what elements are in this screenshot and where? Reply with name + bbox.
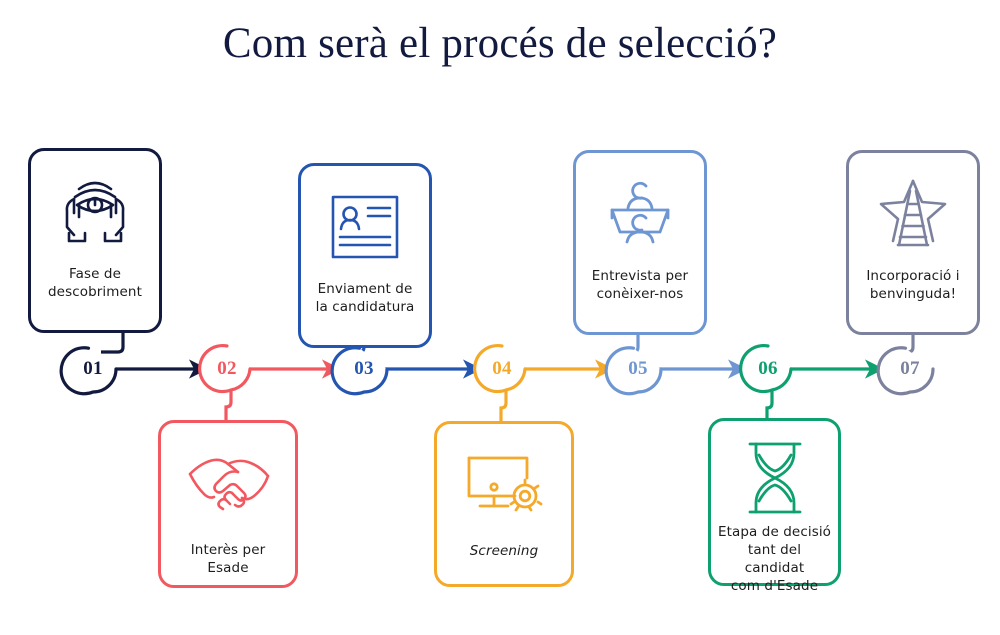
label-line: benvinguda!: [869, 286, 957, 302]
step-card-01-label: Fase de descobriment: [31, 265, 159, 301]
resume-document-icon: [301, 182, 429, 272]
step-card-05-label: Entrevista per conèixer-nos: [576, 267, 704, 303]
two-people-table-icon: [576, 169, 704, 259]
step-card-01[interactable]: Fase de descobriment: [28, 148, 162, 333]
step-badge-07[interactable]: 07: [876, 345, 935, 396]
step-card-06-label: Etapa de decisió tant del candidat com d…: [711, 523, 838, 595]
step-badge-02[interactable]: 02: [198, 343, 252, 394]
step-badge-03-number: 03: [354, 358, 374, 379]
step-card-05[interactable]: Entrevista per conèixer-nos: [573, 150, 707, 335]
label-line: tant del candidat: [744, 542, 805, 576]
step-card-06[interactable]: Etapa de decisió tant del candidat com d…: [708, 418, 841, 594]
step-card-07[interactable]: Incorporació i benvinguda!: [846, 150, 980, 335]
step-badge-05-number: 05: [628, 358, 648, 379]
label-line: conèixer-nos: [596, 286, 684, 302]
step-badge-06[interactable]: 06: [739, 343, 793, 394]
step-card-07-label: Incorporació i benvinguda!: [849, 267, 977, 303]
label-line: descobriment: [48, 284, 142, 300]
step-badge-06-number: 06: [758, 358, 778, 379]
step-badge-07-number: 07: [900, 358, 920, 379]
step-card-02-label: Interès per Esade: [161, 541, 295, 577]
step-card-02[interactable]: Interès per Esade: [158, 420, 298, 588]
step-badge-02-number: 02: [217, 358, 237, 379]
handshake-icon: [161, 441, 295, 531]
star-ladder-icon: [849, 169, 977, 259]
label-line: Screening: [469, 543, 539, 559]
step-badge-01-number: 01: [83, 358, 103, 379]
monitor-gear-icon: [437, 442, 571, 532]
label-line: Entrevista per: [591, 268, 689, 284]
step-badge-05[interactable]: 05: [604, 345, 663, 396]
label-line: Fase de: [68, 266, 121, 282]
step-card-04[interactable]: Screening: [434, 421, 574, 587]
label-line: com d'Esade: [730, 578, 819, 594]
step-card-04-label: Screening: [437, 542, 571, 560]
label-line: Incorporació i: [866, 268, 960, 284]
eye-in-hands-icon: [31, 167, 159, 257]
label-line: la candidatura: [315, 299, 415, 315]
label-line: Enviament de: [317, 281, 413, 297]
step-badge-03[interactable]: 03: [330, 345, 389, 396]
label-line: Etapa de decisió: [717, 524, 832, 540]
hourglass-icon: [711, 439, 838, 517]
step-badge-04-number: 04: [492, 358, 512, 379]
step-badge-01[interactable]: 01: [59, 345, 118, 396]
step-card-03-label: Enviament de la candidatura: [301, 280, 429, 316]
page-title: Com serà el procés de selecció?: [222, 20, 778, 67]
label-line: Interès per: [190, 542, 266, 558]
label-line: Esade: [207, 560, 249, 576]
step-card-03[interactable]: Enviament de la candidatura: [298, 163, 432, 348]
step-badge-04[interactable]: 04: [473, 343, 527, 394]
